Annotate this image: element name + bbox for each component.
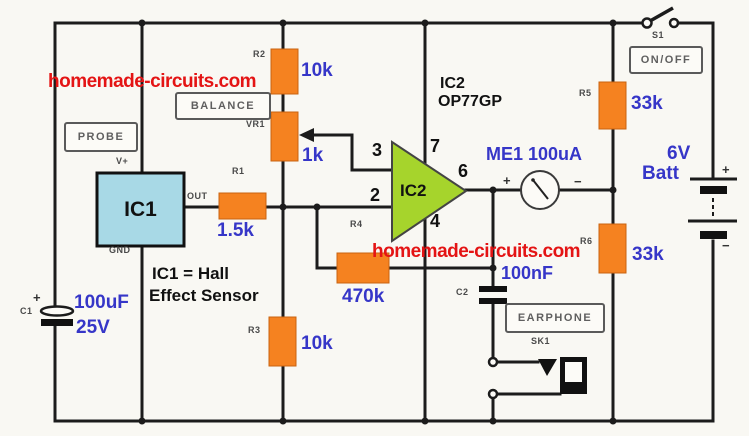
capacitor-c2-symbol	[479, 286, 507, 304]
r3-value: 10k	[301, 333, 333, 354]
junction-dot	[609, 417, 617, 425]
s1-ref: S1	[652, 30, 665, 40]
r6-ref: R6	[580, 236, 593, 246]
battery-plus-sign: +	[722, 162, 730, 177]
r1-ref: R1	[232, 166, 245, 176]
meter-plus-sign: +	[503, 173, 511, 188]
ic1-note-line1: IC1 = Hall	[152, 264, 230, 283]
c1-value-line2: 25V	[76, 317, 110, 338]
balance-label-box: BALANCE	[175, 92, 271, 120]
resistor-r4	[336, 252, 390, 284]
c1-plus-sign: +	[33, 290, 41, 305]
battery-label-line2: Batt	[642, 163, 679, 184]
junction-dot	[489, 186, 497, 194]
resistor-r1	[218, 192, 267, 220]
vr1-ref: VR1	[246, 119, 266, 129]
switch-s1-symbol	[641, 6, 680, 29]
earphone-jack-symbol	[487, 356, 587, 400]
capacitor-c1-symbol	[39, 305, 75, 326]
c1-value-line1: 100uF	[74, 292, 129, 313]
ic2-part-line2: OP77GP	[438, 93, 503, 110]
meter-label: ME1 100uA	[486, 144, 583, 164]
meter-me1-symbol	[520, 170, 560, 210]
probe-label-box: PROBE	[64, 122, 138, 152]
junction-dot	[138, 417, 146, 425]
ic2-pin3-label: 3	[372, 140, 383, 160]
ic2-part-line1: IC2	[440, 75, 465, 92]
ic2-pin7-label: 7	[430, 136, 441, 156]
wires	[53, 21, 715, 423]
r5-ref: R5	[579, 88, 592, 98]
r3-ref: R3	[248, 325, 261, 335]
ic2-pin4-label: 4	[430, 211, 441, 231]
c2-ref: C2	[456, 287, 469, 297]
ic1-vplus-pin-label: V+	[116, 156, 129, 166]
resistor-r5	[598, 81, 627, 130]
resistor-r3	[268, 316, 297, 367]
junction-dots	[138, 19, 617, 425]
r4-ref: R4	[350, 219, 363, 229]
junction-dot	[138, 19, 146, 27]
onoff-label-box: ON/OFF	[629, 46, 703, 74]
junction-dot	[279, 19, 287, 27]
r2-value: 10k	[301, 60, 333, 81]
wire-wiper-to-pin3	[311, 133, 394, 172]
ic1-name: IC1	[124, 197, 157, 221]
resistor-r2	[270, 48, 299, 95]
r5-value: 33k	[631, 93, 663, 114]
sk1-ref: SK1	[531, 336, 551, 346]
jack-plug-tip-arrow	[538, 359, 557, 376]
ic1-gnd-pin-label: GND	[109, 245, 131, 255]
ic2-pin6-label: 6	[458, 161, 469, 181]
battery-minus-sign: −	[722, 238, 730, 253]
junction-dot	[489, 417, 497, 425]
c1-ref: C1	[20, 306, 33, 316]
junction-dot	[421, 19, 429, 27]
r4-value: 470k	[342, 286, 385, 307]
ic2-pin2-label: 2	[370, 185, 381, 205]
vr1-value: 1k	[302, 145, 324, 166]
wire-r4-feedback	[315, 205, 495, 270]
junction-dot	[279, 417, 287, 425]
junction-dot	[609, 186, 617, 194]
ic1-hall-sensor-body	[95, 171, 186, 248]
resistor-r6	[598, 223, 627, 274]
c2-value: 100nF	[501, 263, 554, 283]
ic1-out-pin-label: OUT	[187, 191, 208, 201]
battery-label-line1: 6V	[667, 143, 691, 164]
r1-value: 1.5k	[217, 220, 254, 241]
junction-dot	[421, 417, 429, 425]
junction-dot	[313, 203, 321, 211]
ic2-name: IC2	[400, 181, 427, 200]
vr1-wiper-arrow	[299, 128, 314, 142]
ic2-opamp-triangle	[391, 140, 468, 243]
r2-ref: R2	[253, 49, 266, 59]
resistors	[218, 48, 627, 367]
junction-dot	[609, 19, 617, 27]
ic1-note-line2: Effect Sensor	[149, 286, 259, 305]
meter-minus-sign: −	[574, 174, 582, 189]
watermark-top-left: homemade-circuits.com	[48, 71, 257, 92]
earphone-label-box: EARPHONE	[505, 303, 605, 333]
watermark-middle: homemade-circuits.com	[372, 241, 581, 262]
battery-symbol	[688, 177, 737, 239]
potentiometer-vr1	[270, 111, 299, 162]
junction-dot	[489, 264, 497, 272]
r6-value: 33k	[632, 244, 664, 265]
junction-dot	[279, 203, 287, 211]
